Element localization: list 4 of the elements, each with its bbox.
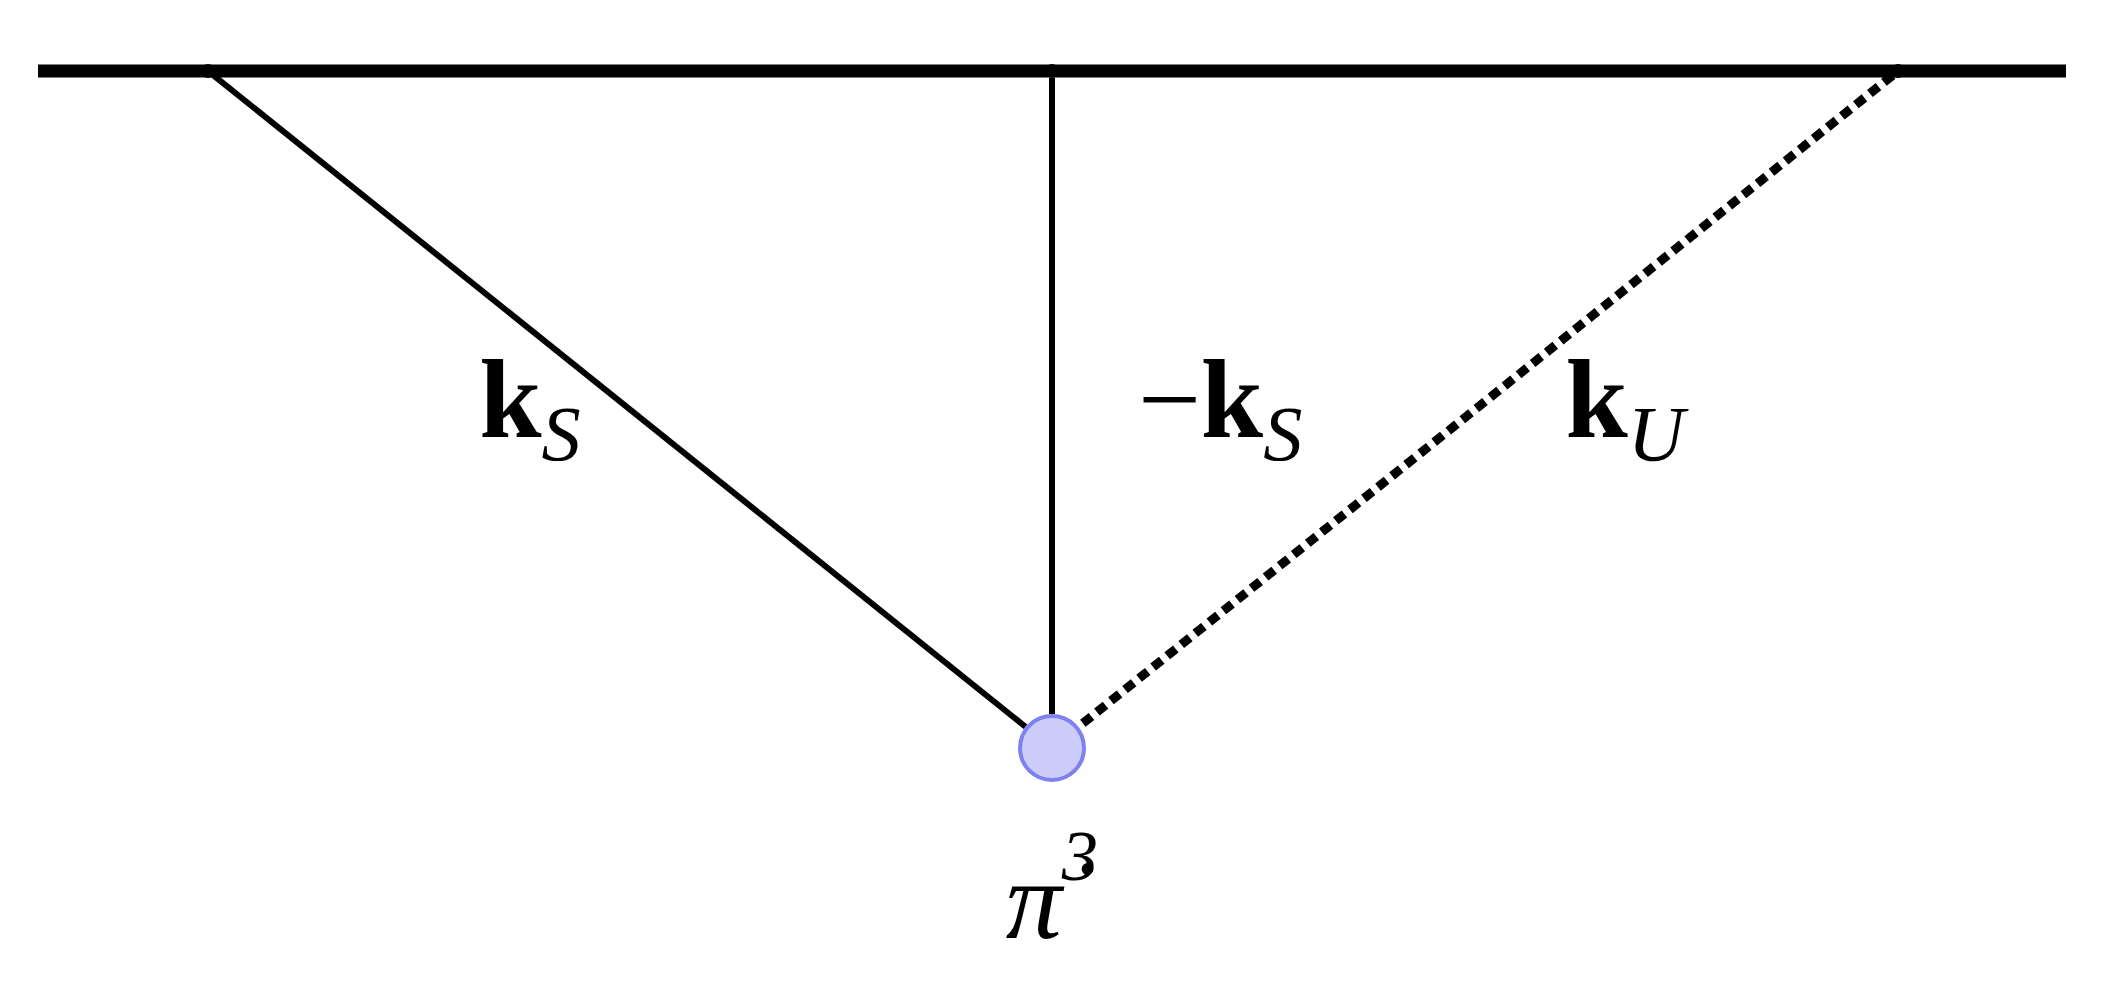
edge-label: k$_{S}$ xyxy=(479,342,581,474)
edge-label: −k$_{S}$ xyxy=(1137,342,1303,474)
line xyxy=(1049,78,1055,714)
vertex-circle xyxy=(1018,714,1086,782)
